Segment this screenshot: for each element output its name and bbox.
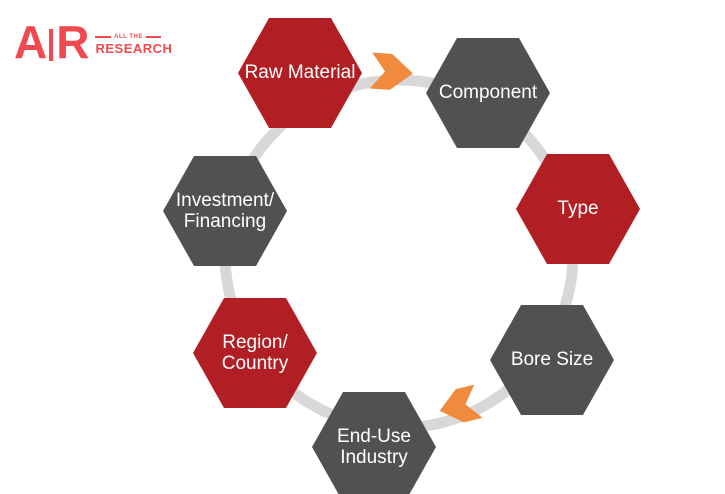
tagline-text: ALL THE (114, 34, 143, 40)
logo-letter-r: R (56, 16, 89, 68)
atr-logo: A R ALL THE RESEARCH (14, 16, 173, 68)
label-line: Type (557, 198, 599, 220)
label-line: Component (438, 82, 538, 104)
tagline-rule-left (95, 36, 112, 38)
hexagon-label: Bore Size (511, 349, 593, 370)
label-line: Region/ (222, 331, 288, 353)
label-line: Industry (340, 447, 408, 468)
hexagon-label: Component (439, 82, 537, 103)
logo-research-text: RESEARCH (95, 41, 173, 56)
label-line: Financing (183, 211, 267, 232)
logo-letter-a: A (14, 16, 47, 68)
hexagon-label: Region/ Country (222, 332, 289, 375)
arrow-right-icon (369, 52, 413, 90)
hexagon-label: Investment/ Financing (176, 190, 274, 233)
label-line: Investment/ (175, 189, 275, 211)
hexagon-label: Type (557, 198, 598, 219)
logo-t-bar (49, 29, 54, 61)
logo-tagline: ALL THE (95, 34, 162, 40)
label-line: Bore Size (510, 349, 594, 371)
arrow-left-icon (439, 384, 483, 423)
hexagon-type: Type (516, 154, 640, 264)
atr-monogram: A R (14, 16, 89, 68)
hexagon-label: Raw Material (245, 62, 356, 83)
logo-wordmark: ALL THE RESEARCH (95, 34, 173, 56)
tagline-rule-right (145, 36, 162, 38)
label-line: End-Use (337, 425, 411, 447)
hexagon-label: End-Use Industry (337, 426, 411, 469)
label-line: Country (221, 353, 289, 374)
label-line: Raw Material (244, 62, 356, 84)
